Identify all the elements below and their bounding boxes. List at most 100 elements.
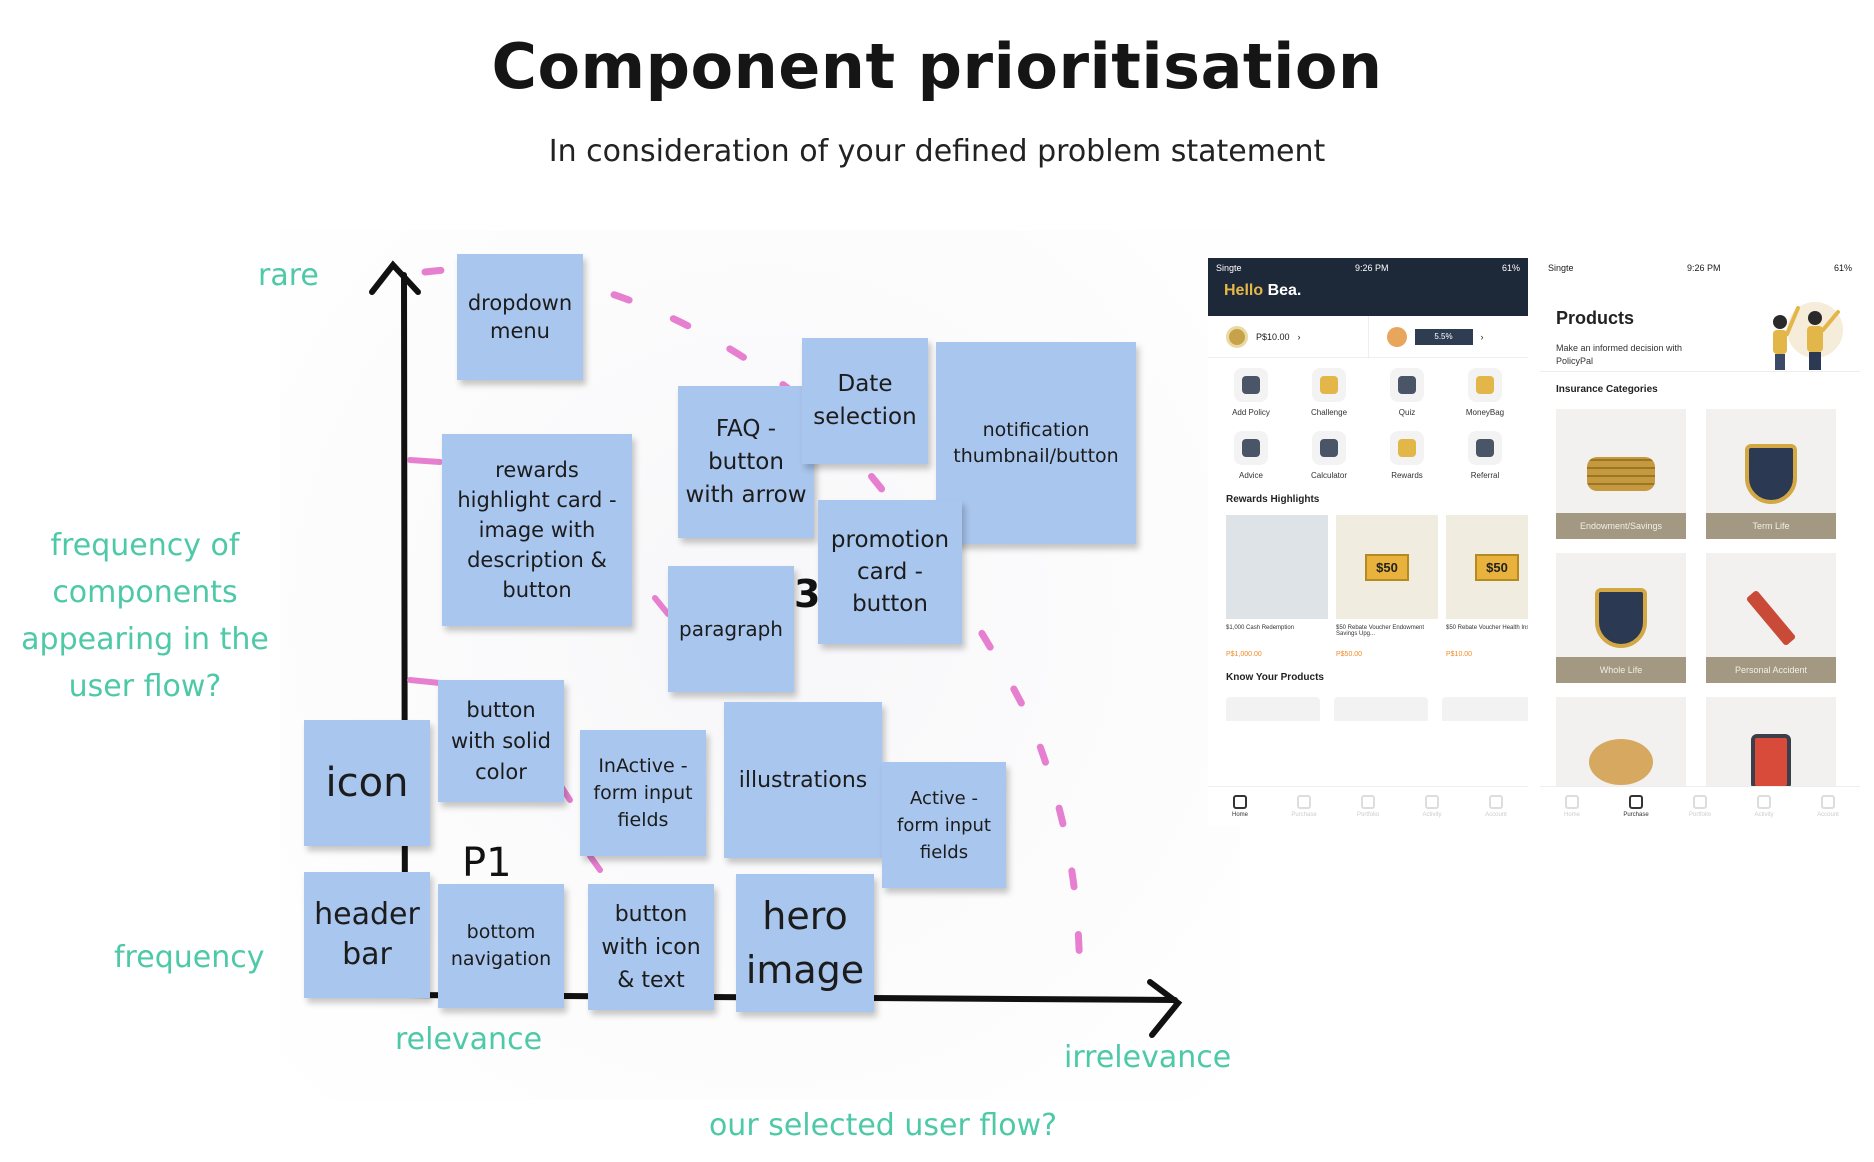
feature-label: Challenge (1310, 408, 1348, 417)
lightbulb-icon (1312, 368, 1346, 402)
feature-challenge[interactable]: Challenge (1290, 368, 1368, 417)
note-header-bar: header bar (304, 872, 430, 998)
reward-card[interactable]: $50 $50 Rebate Voucher Health Insurance … (1446, 515, 1528, 658)
product-thumb[interactable] (1334, 697, 1428, 721)
umbrella-shield-icon (1745, 444, 1797, 504)
status-time: 9:26 PM (1354, 263, 1389, 273)
tab-label: Home (1231, 812, 1248, 818)
tab-label: Activity (1754, 812, 1774, 818)
avatar (1386, 326, 1407, 347)
product-thumb[interactable] (1226, 697, 1320, 721)
reward-title: $50 Rebate Voucher Endowment Savings Upg… (1336, 625, 1425, 637)
tab-purchase[interactable]: Purchase (1272, 787, 1336, 826)
voucher-image: $50 (1446, 515, 1528, 619)
chevron-right-icon: › (1480, 331, 1484, 342)
list-icon (1390, 368, 1424, 402)
feature-label: Calculator (1310, 471, 1347, 480)
page-subtitle: In consideration of your defined problem… (548, 134, 1326, 169)
phone-products-screenshot: Singte 9:26 PM 61% Products Make an info… (1540, 258, 1860, 826)
note-illustrations: illustrations (724, 702, 882, 858)
home-header: Singte 9:26 PM 61% Hello Bea. (1208, 258, 1528, 316)
tab-label: Portfolio (1688, 812, 1711, 818)
folder-icon (1361, 795, 1375, 809)
status-battery: 61% (1833, 263, 1852, 273)
category-personal-accident[interactable]: Personal Accident (1706, 553, 1836, 683)
bell-icon (1757, 795, 1771, 809)
feature-calculator[interactable]: Calculator (1290, 431, 1368, 480)
note-promotion-card: promotion card - button (818, 500, 962, 644)
category-label: Personal Accident (1706, 657, 1836, 683)
voucher-tag: $50 (1365, 553, 1409, 581)
tab-home[interactable]: Home (1208, 787, 1272, 826)
tab-label: Home (1563, 812, 1580, 818)
note-icon: icon (304, 720, 430, 846)
reward-title: $1,000 Cash Redemption (1226, 625, 1295, 631)
balance-row: P$10.00 › 5.5% › (1208, 316, 1528, 358)
label-user-flow-question: our selected user flow? (708, 1108, 1058, 1143)
note-hero-image: hero image (736, 874, 874, 1012)
tab-portfolio[interactable]: Portfolio (1336, 787, 1400, 826)
reward-price: P$1,000.00 (1226, 651, 1262, 658)
feature-add-policy[interactable]: Add Policy (1212, 368, 1290, 417)
handwritten-p1: P1 (462, 840, 512, 886)
status-bar: Singte 9:26 PM 61% (1540, 258, 1860, 278)
chat-icon (1234, 431, 1268, 465)
category-label: Endowment/Savings (1556, 513, 1686, 539)
feature-referral[interactable]: Referral (1446, 431, 1524, 480)
note-notification: notification thumbnail/button (936, 342, 1136, 544)
tab-activity[interactable]: Activity (1400, 787, 1464, 826)
shield-icon (1595, 588, 1647, 648)
note-active-fields: Active - form input fields (882, 762, 1006, 888)
feature-quiz[interactable]: Quiz (1368, 368, 1446, 417)
category-label: Term Life (1706, 513, 1836, 539)
label-frequency: frequency (114, 940, 265, 975)
know-products-title: Know Your Products (1226, 672, 1324, 683)
note-faq-button: FAQ - button with arrow (678, 386, 814, 538)
blood-bag-icon (1751, 734, 1791, 790)
voucher-image: $50 (1336, 515, 1438, 619)
balance-value: P$10.00 (1256, 331, 1290, 342)
feature-moneybag[interactable]: MoneyBag (1446, 368, 1524, 417)
tab-activity[interactable]: Activity (1732, 787, 1796, 826)
tab-portfolio[interactable]: Portfolio (1668, 787, 1732, 826)
status-carrier: Singte (1548, 263, 1574, 273)
folder-icon (1693, 795, 1707, 809)
note-bottom-navigation: bottom navigation (438, 884, 564, 1008)
label-frequency-question: frequency of components appearing in the… (21, 528, 269, 704)
category-endowment[interactable]: Endowment/Savings (1556, 409, 1686, 539)
category-whole-life[interactable]: Whole Life (1556, 553, 1686, 683)
user-icon (1489, 795, 1503, 809)
reward-card[interactable]: $1,000 Cash Redemption P$1,000.00 (1226, 515, 1328, 658)
bottom-navigation: Home Purchase Portfolio Activity Account (1540, 786, 1860, 826)
note-inactive-fields: InActive - form input fields (580, 730, 706, 856)
moneybag-icon (1468, 368, 1502, 402)
tab-account[interactable]: Account (1464, 787, 1528, 826)
tab-purchase[interactable]: Purchase (1604, 787, 1668, 826)
balance-button[interactable]: P$10.00 › (1208, 316, 1369, 357)
home-icon (1565, 795, 1579, 809)
phone-home-screenshot: Singte 9:26 PM 61% Hello Bea. P$10.00 › … (1208, 258, 1528, 826)
chevron-right-icon: › (1297, 331, 1301, 342)
status-bar: Singte 9:26 PM 61% (1208, 258, 1528, 278)
status-time: 9:26 PM (1686, 263, 1721, 273)
reward-card[interactable]: $50 $50 Rebate Voucher Endowment Savings… (1336, 515, 1438, 658)
tab-account[interactable]: Account (1796, 787, 1860, 826)
tab-label: Account (1485, 812, 1507, 818)
category-term-life[interactable]: Term Life (1706, 409, 1836, 539)
status-battery: 61% (1501, 263, 1520, 273)
feature-label: MoneyBag (1465, 408, 1505, 417)
feature-rewards[interactable]: Rewards (1368, 431, 1446, 480)
label-relevance: relevance (395, 1022, 543, 1057)
feature-label: Rewards (1391, 471, 1423, 480)
voucher-tag: $50 (1475, 553, 1519, 581)
categories-title: Insurance Categories (1556, 384, 1658, 395)
greeting-prefix: Hello (1224, 282, 1264, 299)
feature-advice[interactable]: Advice (1212, 431, 1290, 480)
tab-label: Portfolio (1356, 812, 1379, 818)
page-title: Component prioritisation (491, 30, 1383, 103)
umbrella-icon (1629, 795, 1643, 809)
progress-button[interactable]: 5.5% › (1369, 326, 1529, 347)
tab-home[interactable]: Home (1540, 787, 1604, 826)
reward-price: P$50.00 (1336, 651, 1363, 658)
product-thumb[interactable] (1442, 697, 1528, 721)
